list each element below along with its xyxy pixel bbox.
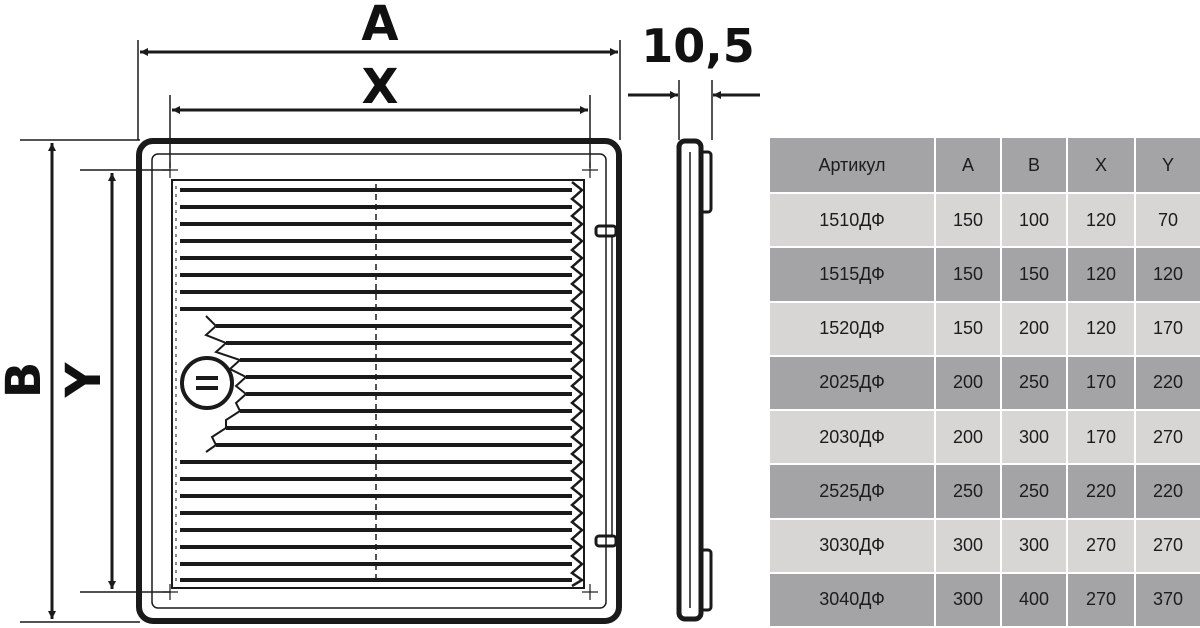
- table-cell: 3040ДФ: [768, 571, 936, 628]
- louvre-zigzag-right: [569, 181, 585, 588]
- table-cell: 2030ДФ: [768, 408, 936, 466]
- table-cell: 270: [1134, 408, 1200, 466]
- table-cell: 1510ДФ: [768, 191, 936, 249]
- table-header-x: X: [1066, 136, 1136, 194]
- table-cell: 300: [934, 571, 1002, 628]
- table-cell: 150: [934, 191, 1002, 249]
- table-cell: 120: [1066, 246, 1136, 303]
- grille-front-view: [136, 138, 622, 624]
- table-header-y: Y: [1134, 136, 1200, 194]
- table-cell: 150: [1000, 246, 1068, 303]
- dimension-label-a: A: [361, 0, 398, 52]
- table-row: 2025ДФ 200 250 170 220: [768, 354, 1200, 412]
- table-header-row: Артикул A B X Y: [768, 136, 1200, 194]
- table-cell: 220: [1066, 463, 1136, 520]
- table-cell: 270: [1066, 571, 1136, 628]
- table-cell: 400: [1000, 571, 1068, 628]
- louvre-zigzag-left: [204, 315, 248, 453]
- dimension-label-depth: 10,5: [641, 19, 755, 73]
- table-cell: 100: [1000, 191, 1068, 249]
- table-cell: 70: [1134, 191, 1200, 249]
- table-cell: 170: [1134, 300, 1200, 357]
- extension-lines: [20, 40, 713, 623]
- table-cell: 300: [934, 517, 1002, 574]
- table-header-a: A: [934, 136, 1002, 194]
- table-cell: 250: [1000, 463, 1068, 520]
- table-row: 3030ДФ 300 300 270 270: [768, 517, 1200, 574]
- table-cell: 2025ДФ: [768, 354, 936, 412]
- table-cell: 300: [1000, 517, 1068, 574]
- table-cell: 200: [1000, 300, 1068, 357]
- table-header-article: Артикул: [768, 136, 936, 194]
- table-cell: 220: [1134, 463, 1200, 520]
- table-cell: 250: [934, 463, 1002, 520]
- table-cell: 270: [1134, 517, 1200, 574]
- dimension-label-x: X: [361, 59, 398, 115]
- table-cell: 150: [934, 300, 1002, 357]
- table-row: 1510ДФ 150 100 120 70: [768, 191, 1200, 249]
- dimension-label-b: B: [0, 362, 52, 399]
- table-cell: 270: [1066, 517, 1136, 574]
- grille-technical-drawing: A X 10,5 B Y: [0, 0, 760, 624]
- table-cell: 120: [1066, 191, 1136, 249]
- table-cell: 150: [934, 246, 1002, 303]
- louvre-area: [171, 179, 585, 589]
- table-cell: 170: [1066, 354, 1136, 412]
- grille-side-view: [676, 138, 713, 622]
- table-cell: 220: [1134, 354, 1200, 412]
- table-cell: 250: [1000, 354, 1068, 412]
- table-cell: 120: [1066, 300, 1136, 357]
- table-cell: 370: [1134, 571, 1200, 628]
- table-row: 1520ДФ 150 200 120 170: [768, 300, 1200, 357]
- dimension-label-y: Y: [56, 361, 112, 398]
- right-clips: [594, 224, 618, 548]
- adjustment-knob: [180, 356, 234, 410]
- table-cell: 200: [934, 408, 1002, 466]
- table-cell: 3030ДФ: [768, 517, 936, 574]
- table-cell: 2525ДФ: [768, 463, 936, 520]
- table-cell: 120: [1134, 246, 1200, 303]
- corner-marks: [162, 162, 598, 600]
- grille-inner-frame: [151, 153, 607, 609]
- table-cell: 170: [1066, 408, 1136, 466]
- table-row: 2525ДФ 250 250 220 220: [768, 463, 1200, 520]
- grille-outer-frame: [136, 138, 622, 624]
- side-profile: [676, 138, 704, 622]
- table-header-b: B: [1000, 136, 1068, 194]
- table-row: 2030ДФ 200 300 170 270: [768, 408, 1200, 466]
- table-row: 1515ДФ 150 150 120 120: [768, 246, 1200, 303]
- table-cell: 1515ДФ: [768, 246, 936, 303]
- table-cell: 1520ДФ: [768, 300, 936, 357]
- dimension-lines: [48, 48, 760, 619]
- table-cell: 200: [934, 354, 1002, 412]
- table-row: 3040ДФ 300 400 270 370: [768, 571, 1200, 628]
- table-cell: 300: [1000, 408, 1068, 466]
- dimensions-table: Артикул A B X Y 1510ДФ 150 100 120 70 15…: [768, 136, 1200, 628]
